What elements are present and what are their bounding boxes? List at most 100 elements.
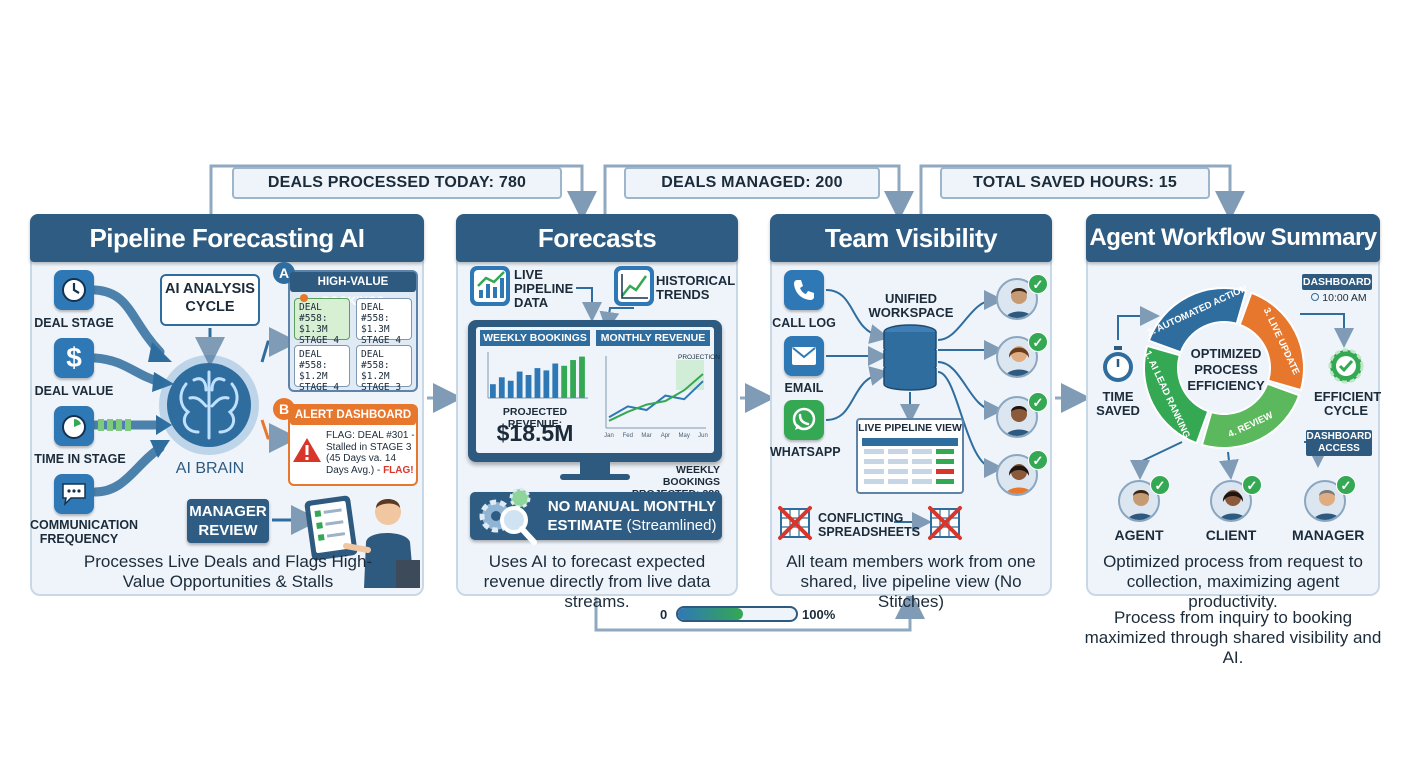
booking-value: $1.3M xyxy=(361,324,390,335)
alert-message: FLAG: DEAL #301 - Stalled in STAGE 3 (45… xyxy=(326,430,415,476)
team-visibility-title: Team Visibility xyxy=(770,214,1052,262)
live-pipeline-data-label: LIVE PIPELINE DATA xyxy=(514,267,574,310)
pipeline-forecasting-title: Pipeline Forecasting AI xyxy=(30,214,424,262)
person-icon xyxy=(1005,406,1033,436)
weekly-bar xyxy=(534,368,541,398)
deals-managed-banner: DEALS MANAGED: 200 xyxy=(624,167,880,199)
clock-icon xyxy=(62,278,86,302)
timer-icon xyxy=(62,415,86,439)
communication-tile xyxy=(54,474,94,514)
x-tick-label: May xyxy=(679,433,690,439)
booking-card-2: DEAL #558: $1.3M STAGE 4 xyxy=(356,298,412,346)
projection-tag: PROJECTION xyxy=(678,354,720,361)
x-tick-label: Fed xyxy=(623,433,633,439)
manager-tablet-icon xyxy=(304,495,420,588)
panel4-caption: Optimized process from request to collec… xyxy=(1103,552,1363,611)
monitor-screen xyxy=(476,327,714,453)
cycle-segment xyxy=(1147,287,1248,354)
agent-avatar xyxy=(1118,480,1160,522)
booking-card-4: DEAL #558: $1.2M STAGE 3 xyxy=(356,345,412,393)
weekly-bookings-chart xyxy=(487,352,588,399)
unified-workspace-label: UNIFIED WORKSPACE xyxy=(868,291,954,320)
booking-value: $1.2M xyxy=(299,371,328,382)
gear-magnifier-icon xyxy=(479,487,537,545)
booking-value: $1.2M xyxy=(361,371,390,382)
conflicting-spreadsheets-label: CONFLICTING SPREADSHEETS xyxy=(818,511,921,539)
weekly-bar xyxy=(561,365,568,398)
saved-hours-banner: TOTAL SAVED HOURS: 15 xyxy=(940,167,1210,199)
cycle-center xyxy=(1188,340,1260,412)
booking-stage: STAGE 4 xyxy=(361,335,402,346)
cycle-segment xyxy=(1200,382,1301,449)
check-icon: ✓ xyxy=(1028,274,1048,294)
projected-revenue-value: $18.5M xyxy=(496,420,574,446)
check-icon: ✓ xyxy=(1028,332,1048,352)
check-icon: ✓ xyxy=(1242,475,1262,495)
team-member-avatar xyxy=(996,278,1038,320)
no-manual-estimate: ESTIMATE xyxy=(547,517,623,534)
call-log-tile xyxy=(784,270,824,310)
footer-text: Process from inquiry to booking maximize… xyxy=(1084,608,1382,667)
check-icon: ✓ xyxy=(1028,450,1048,470)
stopwatch-icon xyxy=(1103,346,1133,382)
whatsapp-icon xyxy=(792,407,816,431)
whatsapp-tile xyxy=(784,400,824,440)
weekly-bookings-header: WEEKLY BOOKINGS xyxy=(480,330,590,346)
booking-deal: DEAL #558: xyxy=(299,349,328,371)
agent-workflow-title: Agent Workflow Summary xyxy=(1086,214,1380,262)
alert-badge: B xyxy=(273,398,295,420)
progress-end-label: 100% xyxy=(802,607,836,622)
booking-card-3: DEAL #558: $1.2M STAGE 4 xyxy=(294,345,350,393)
alert-text: FLAG: DEAL #301 - Stalled in STAGE 3 (45… xyxy=(326,430,416,476)
efficient-cycle-label: EFFICIENT CYCLE xyxy=(1314,389,1382,418)
call-log-label: CALL LOG xyxy=(772,316,836,330)
weekly-bar xyxy=(579,356,585,398)
brain-icon xyxy=(159,355,259,455)
email-icon xyxy=(792,347,816,365)
communication-label: COMMUNICATION FREQUENCY xyxy=(30,518,139,546)
deal-value-label: DEAL VALUE xyxy=(34,384,114,398)
crossed-spreadsheet-icon xyxy=(928,506,962,540)
progress-start-label: 0 xyxy=(660,607,668,622)
booking-deal: DEAL #558: xyxy=(299,302,328,324)
x-tick-label: Jan xyxy=(604,433,614,439)
live-pipeline-view-title: LIVE PIPELINE VIEW xyxy=(858,422,962,434)
no-manual-line2: ESTIMATE (Streamlined) xyxy=(544,517,720,534)
clock-icon xyxy=(1311,293,1320,301)
person-icon xyxy=(1219,490,1247,520)
client-label: CLIENT xyxy=(1205,527,1257,543)
projected-revenue-label: PROJECTED REVENUE: xyxy=(502,406,568,430)
x-tick-label: Apr xyxy=(661,433,670,439)
weekly-bar xyxy=(570,360,576,398)
no-manual-streamlined: (Streamlined) xyxy=(626,517,717,534)
booking-stage: STAGE 4 xyxy=(299,335,340,346)
person-icon xyxy=(1005,346,1033,376)
person-icon xyxy=(1313,490,1341,520)
ai-analysis-cycle-label: AI ANALYSIS CYCLE xyxy=(165,281,255,315)
forecasts-title: Forecasts xyxy=(456,214,738,262)
dashboard-tag: DASHBOARD xyxy=(1302,274,1372,290)
time-in-stage-tile xyxy=(54,406,94,446)
monitor-base xyxy=(560,474,630,480)
historical-trends-label: HISTORICAL TRENDS xyxy=(656,273,735,302)
booking-deal: DEAL #558: xyxy=(361,302,390,324)
no-manual-line1: NO MANUAL MONTHLY xyxy=(547,498,717,515)
x-tick-label: Jun xyxy=(698,433,708,439)
agent-label: AGENT xyxy=(1114,527,1164,543)
person-icon xyxy=(1005,464,1033,494)
weekly-bar xyxy=(516,371,523,398)
chat-bubble-icon xyxy=(62,483,86,507)
weekly-bar xyxy=(498,377,505,398)
booking-alert-dot xyxy=(300,294,308,302)
weekly-bar xyxy=(507,380,514,398)
booking-card-1: DEAL #558: $1.3M STAGE 4 xyxy=(294,298,350,346)
weekly-bar xyxy=(552,363,559,398)
x-tick-label: Mar xyxy=(641,433,651,439)
booking-deal: DEAL #558: xyxy=(361,349,390,371)
progress-bar-fill xyxy=(678,608,743,620)
person-icon xyxy=(1127,490,1155,520)
warning-icon xyxy=(293,438,321,462)
dashboard-access-tag: DASHBOARD ACCESS xyxy=(1306,430,1372,456)
manager-label: MANAGER xyxy=(1292,527,1365,543)
manager-review-button[interactable]: MANAGER REVIEW xyxy=(187,499,269,543)
